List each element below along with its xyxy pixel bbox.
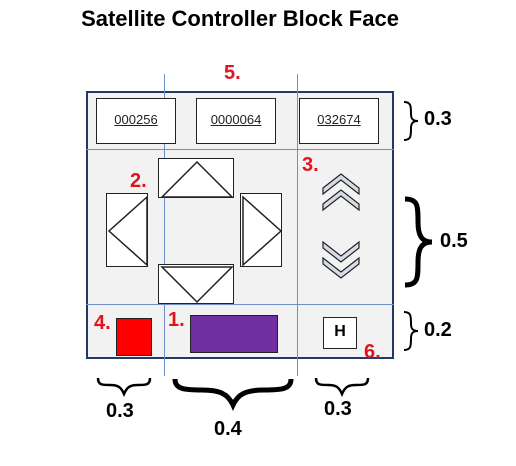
callout-4: 4. [94, 312, 111, 334]
code-box-left: 000256 [96, 98, 176, 144]
code-box-right: 032674 [299, 98, 379, 144]
scroll-up-button[interactable] [321, 168, 361, 216]
left-button[interactable] [106, 193, 148, 267]
callout-5: 5. [224, 62, 241, 84]
guide-line-vertical-right [297, 74, 298, 376]
triangle-left-icon [107, 195, 148, 267]
guide-line-vertical-left [164, 74, 165, 376]
purple-bar-button[interactable] [190, 315, 278, 353]
callout-6: 6. [364, 341, 381, 363]
guide-line-horizontal-top [86, 149, 394, 150]
double-chevron-up-icon [322, 173, 360, 212]
up-button[interactable] [158, 158, 234, 198]
brace-right-bottom-icon [403, 311, 419, 351]
scroll-down-button[interactable] [321, 236, 361, 284]
ratio-col-middle: 0.4 [214, 418, 242, 440]
right-button[interactable] [240, 193, 283, 267]
brace-bottom-middle-icon [172, 378, 294, 412]
triangle-up-icon [160, 160, 234, 198]
callout-3: 3. [302, 154, 319, 176]
red-button[interactable] [116, 318, 152, 356]
ratio-row-middle: 0.5 [440, 230, 468, 252]
ratio-col-left: 0.3 [106, 400, 134, 422]
triangle-down-icon [160, 266, 234, 304]
triangle-right-icon [242, 195, 283, 267]
down-button[interactable] [158, 264, 234, 304]
brace-right-middle-icon [404, 196, 433, 288]
code-box-middle: 0000064 [196, 98, 276, 144]
guide-line-horizontal-bottom [86, 304, 394, 305]
hold-button[interactable]: H [323, 317, 357, 349]
ratio-row-top: 0.3 [424, 108, 452, 130]
callout-1: 1. [168, 309, 185, 331]
double-chevron-down-icon [322, 240, 360, 279]
brace-right-top-icon [403, 101, 419, 141]
callout-2: 2. [130, 170, 147, 192]
diagram-title: Satellite Controller Block Face [81, 6, 399, 31]
brace-bottom-right-icon [314, 377, 370, 398]
ratio-col-right: 0.3 [324, 398, 352, 420]
brace-bottom-left-icon [96, 377, 152, 398]
ratio-row-bottom: 0.2 [424, 319, 452, 341]
